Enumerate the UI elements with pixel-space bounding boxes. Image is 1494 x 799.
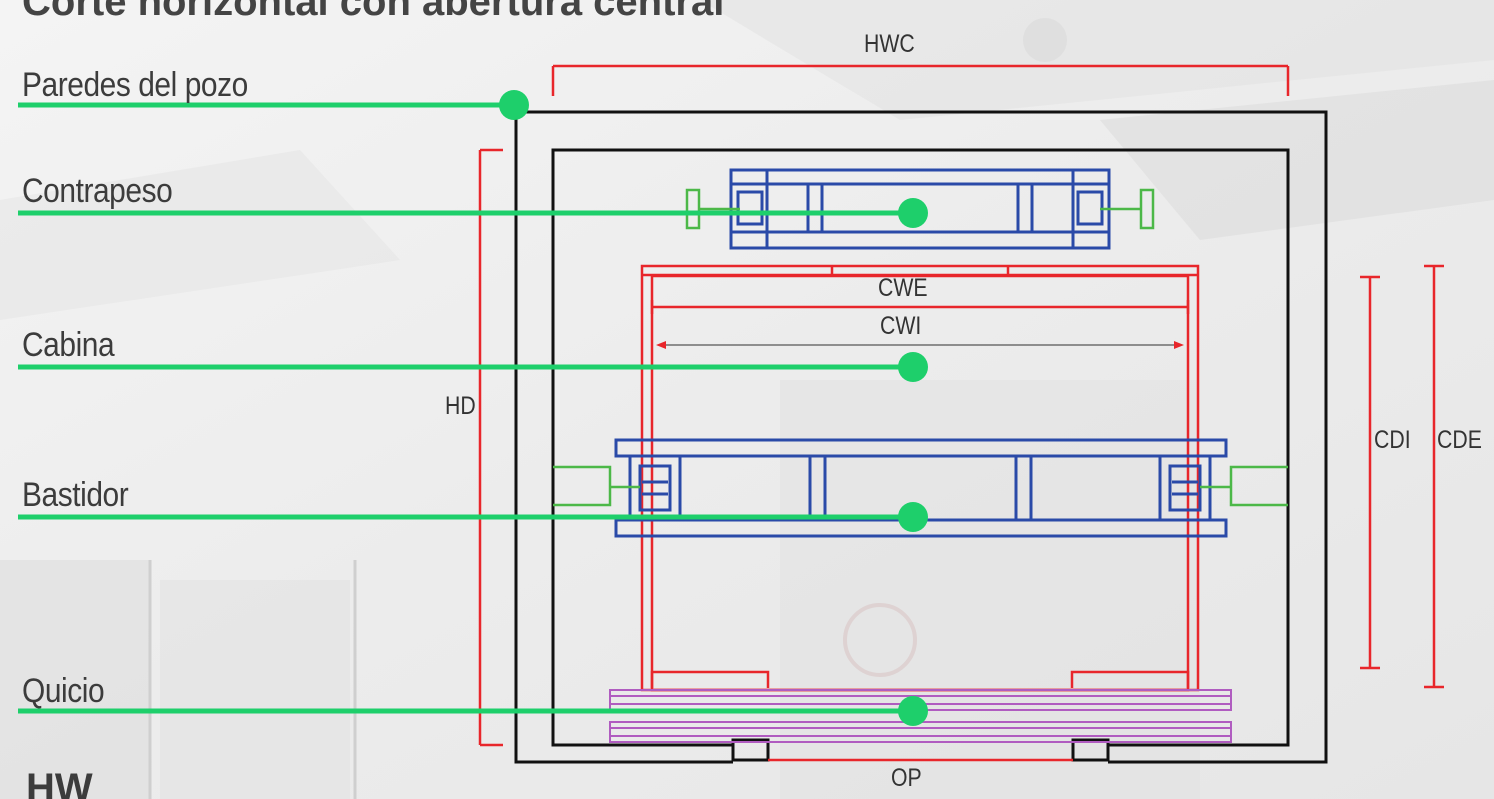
leader-sill: [18, 696, 928, 726]
leader-frame: [18, 502, 928, 532]
leader-cabin: [18, 352, 928, 382]
page-title: Corte horizontal con abertura central: [22, 0, 724, 16]
door-jambs: [731, 738, 1110, 762]
label-shaft-walls: Paredes del pozo: [22, 66, 248, 104]
label-frame: Bastidor: [22, 476, 129, 514]
dim-label-op: OP: [891, 764, 922, 792]
label-counterweight: Contrapeso: [22, 172, 173, 210]
title-clip: Corte horizontal con abertura central: [0, 0, 1494, 16]
dim-label-hd: HD: [445, 392, 476, 420]
frame-guides: [553, 465, 1288, 507]
hd-dimension-line: [478, 148, 503, 747]
dim-label-cwi: CWI: [880, 312, 922, 340]
dim-label-cde: CDE: [1437, 426, 1482, 454]
dim-label-hw: HW: [26, 766, 93, 799]
counterweight-guides: [685, 188, 1155, 230]
leader-shaft-walls: [18, 90, 529, 120]
dim-label-cdi: CDI: [1374, 426, 1411, 454]
hwc-dimension-line: [551, 64, 1290, 96]
dim-label-hwc: HWC: [864, 30, 915, 58]
shaft-inner-wall: [551, 148, 1290, 747]
cdi-dimension-line: [1360, 275, 1380, 670]
label-sill: Quicio: [22, 672, 105, 710]
cde-dimension-line: [1424, 264, 1444, 689]
shaft-outer-wall: [514, 110, 1328, 764]
hw-clip: HW: [0, 760, 200, 799]
cwi-dimension-line: [656, 341, 1184, 349]
label-cabin: Cabina: [22, 326, 115, 364]
leader-counterweight: [18, 198, 928, 228]
dim-label-cwe: CWE: [878, 274, 928, 302]
